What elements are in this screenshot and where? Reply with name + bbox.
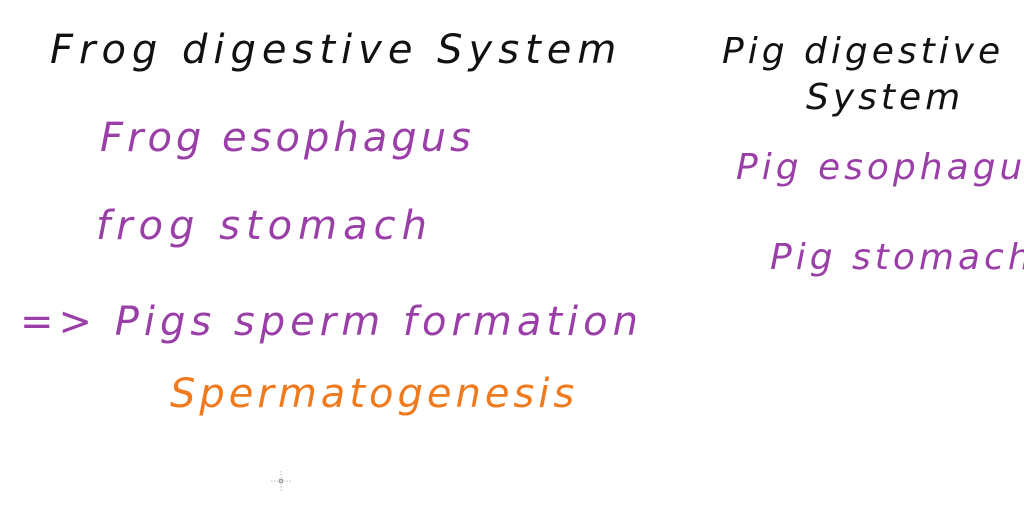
crosshair-move-icon xyxy=(271,471,291,491)
frog-stomach-label: frog stomach xyxy=(96,203,433,249)
pig-heading-line1: Pig digestive xyxy=(722,31,1005,72)
pig-heading-line2: System xyxy=(806,77,965,118)
pigs-sperm-formation-note: => Pigs sperm formation xyxy=(20,299,643,345)
frog-esophagus-label: Frog esophagus xyxy=(100,115,475,161)
pig-esophagus-label: Pig esophagus xyxy=(736,147,1024,188)
frog-heading: Frog digestive System xyxy=(50,27,623,73)
spermatogenesis-term: Spermatogenesis xyxy=(170,371,579,417)
pig-stomach-label: Pig stomach xyxy=(770,237,1024,278)
